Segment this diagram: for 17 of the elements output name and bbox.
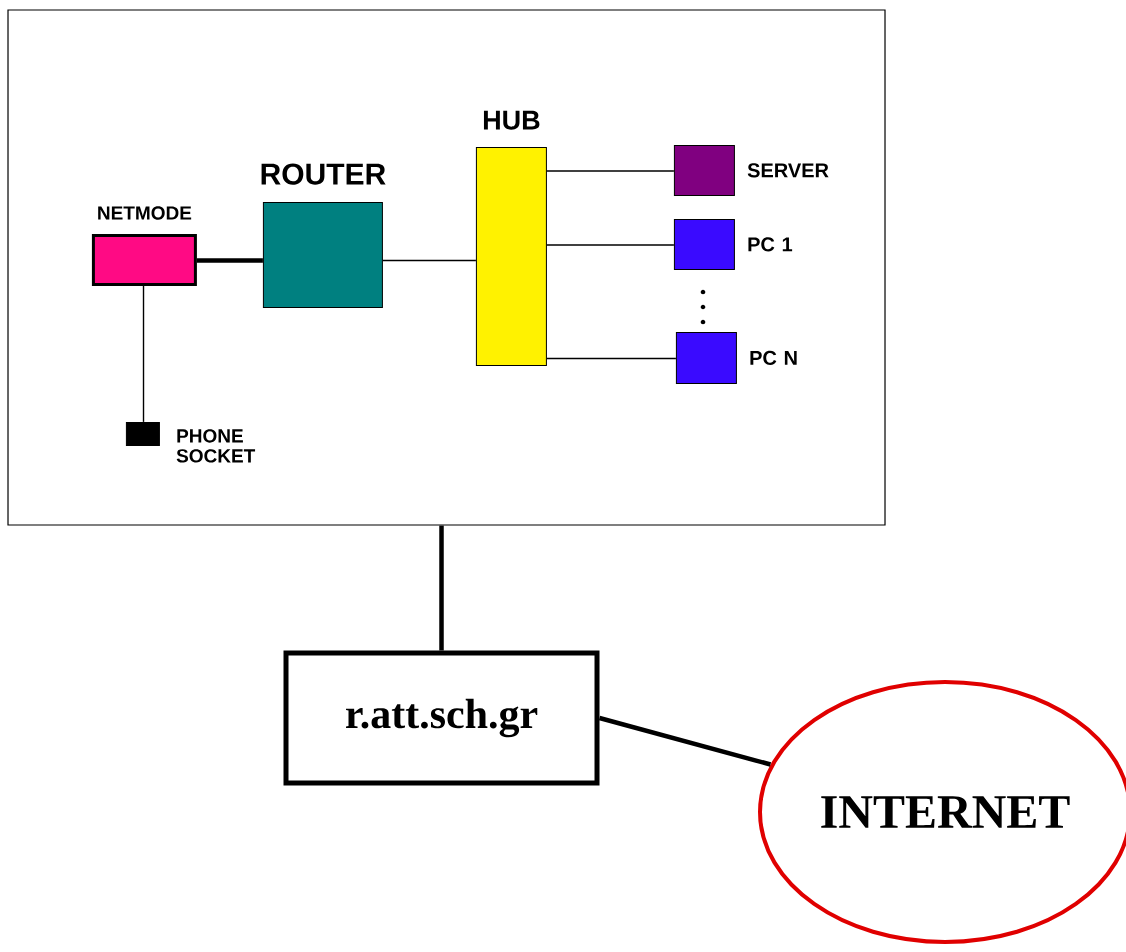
- device-label: PHONE SOCKET: [176, 429, 256, 463]
- connection-line: [546, 357, 677, 360]
- device-label: PC 1: [748, 237, 793, 252]
- device-label: SERVER: [747, 163, 829, 178]
- device-label: PC N: [750, 350, 797, 365]
- device-label: ROUTER: [261, 163, 386, 185]
- connection-line: [382, 259, 477, 262]
- connection-line: [142, 285, 145, 423]
- connection-line: [196, 258, 263, 263]
- device-label: NETMODE: [98, 206, 192, 220]
- connection-line: [598, 715, 772, 767]
- server-box: r.att.sch.gr: [283, 650, 600, 786]
- connection-line: [546, 170, 675, 172]
- connection-line: [439, 525, 444, 651]
- device-label: HUB: [483, 110, 540, 130]
- connection-line: [546, 244, 675, 246]
- enclosure-box: [7, 9, 886, 526]
